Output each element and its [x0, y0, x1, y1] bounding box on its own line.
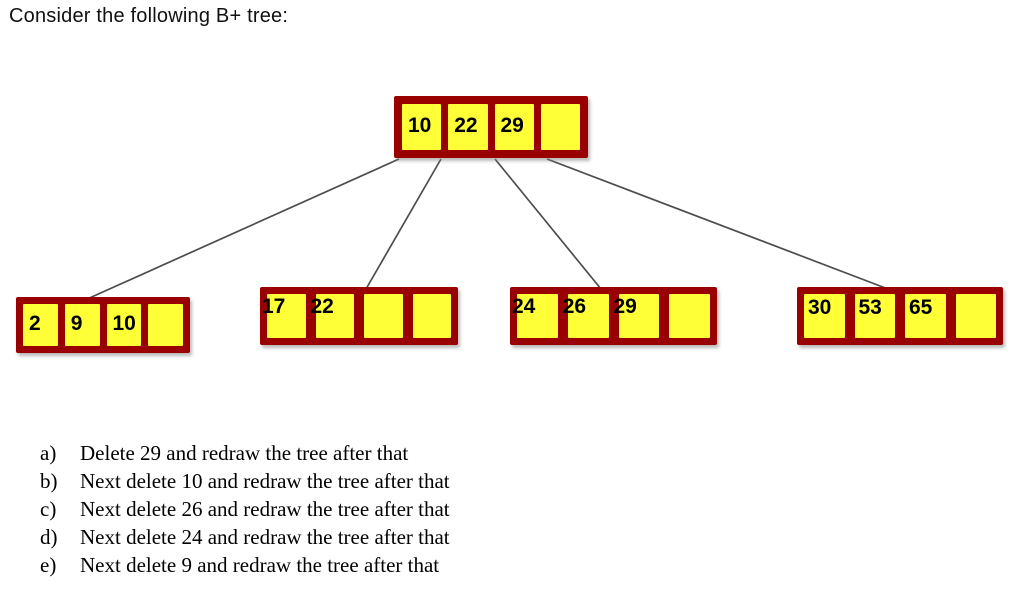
questions-list: a) Delete 29 and redraw the tree after t…: [40, 441, 450, 581]
edge-root-leaf1: [84, 158, 400, 301]
tree-cell: [148, 304, 183, 346]
tree-cell: 24: [512, 294, 558, 338]
question-text: Next delete 9 and redraw the tree after …: [80, 553, 440, 577]
tree-cell: [955, 294, 996, 338]
tree-node-leaf-4: 30 53 65: [797, 287, 1003, 345]
page-title: Consider the following B+ tree:: [9, 5, 289, 27]
cell-value: 22: [310, 295, 334, 318]
tree-cell: 26: [563, 294, 609, 338]
tree-cell: 53: [854, 294, 895, 338]
tree-cell: 2: [23, 304, 58, 346]
question-label: d): [40, 525, 58, 549]
edge-root-leaf3: [494, 158, 602, 290]
question-text: Next delete 24 and redraw the tree after…: [80, 525, 450, 549]
tree-cell: 10: [402, 104, 442, 150]
tree-cell: [412, 294, 451, 338]
tree-cell: 10: [106, 304, 142, 346]
tree-cell: 17: [262, 294, 306, 338]
cell-value: 22: [454, 113, 478, 137]
question-item-c: c) Next delete 26 and redraw the tree af…: [40, 497, 450, 525]
tree-cell: [364, 294, 403, 338]
question-label: a): [40, 441, 57, 465]
tree-node-root: 10 22 29: [394, 96, 588, 158]
tree-cell: [540, 104, 580, 150]
cell-value: 30: [808, 296, 832, 319]
tree-cell: [669, 294, 710, 338]
cell-value: 2: [29, 311, 41, 335]
tree-node-leaf-3: 24 26 29: [510, 287, 717, 345]
edge-root-leaf2: [365, 158, 442, 290]
cell-value: 53: [858, 296, 882, 319]
question-label: e): [40, 553, 57, 577]
question-label: b): [40, 469, 58, 493]
tree-cell: 65: [905, 294, 946, 338]
tree-node-leaf-2: 17 22: [260, 287, 458, 345]
cell-value: 29: [500, 113, 524, 137]
tree-cell: 22: [448, 104, 488, 150]
question-text: Delete 29 and redraw the tree after that: [80, 441, 409, 465]
question-text: Next delete 10 and redraw the tree after…: [80, 469, 450, 493]
question-item-e: e) Next delete 9 and redraw the tree aft…: [40, 553, 450, 581]
question-item-a: a) Delete 29 and redraw the tree after t…: [40, 441, 450, 469]
tree-cell: 29: [494, 104, 534, 150]
cell-value: 17: [262, 295, 286, 318]
edge-root-leaf4: [546, 158, 889, 290]
cell-value: 24: [512, 295, 536, 318]
cell-value: 29: [613, 295, 637, 318]
tree-cell: 30: [804, 294, 845, 338]
cell-value: 26: [562, 295, 587, 318]
tree-cell: 22: [311, 294, 354, 338]
tree-cell: 29: [614, 294, 660, 338]
cell-value: 10: [112, 311, 136, 335]
cell-value: 65: [909, 296, 933, 319]
cell-value: 9: [70, 311, 83, 335]
question-label: c): [40, 497, 57, 521]
tree-cell: 9: [64, 304, 100, 346]
cell-value: 10: [408, 113, 432, 137]
question-text: Next delete 26 and redraw the tree after…: [80, 497, 450, 521]
tree-node-leaf-1: 2 9 10: [16, 297, 190, 353]
question-item-d: d) Next delete 24 and redraw the tree af…: [40, 525, 450, 553]
question-item-b: b) Next delete 10 and redraw the tree af…: [40, 469, 450, 497]
